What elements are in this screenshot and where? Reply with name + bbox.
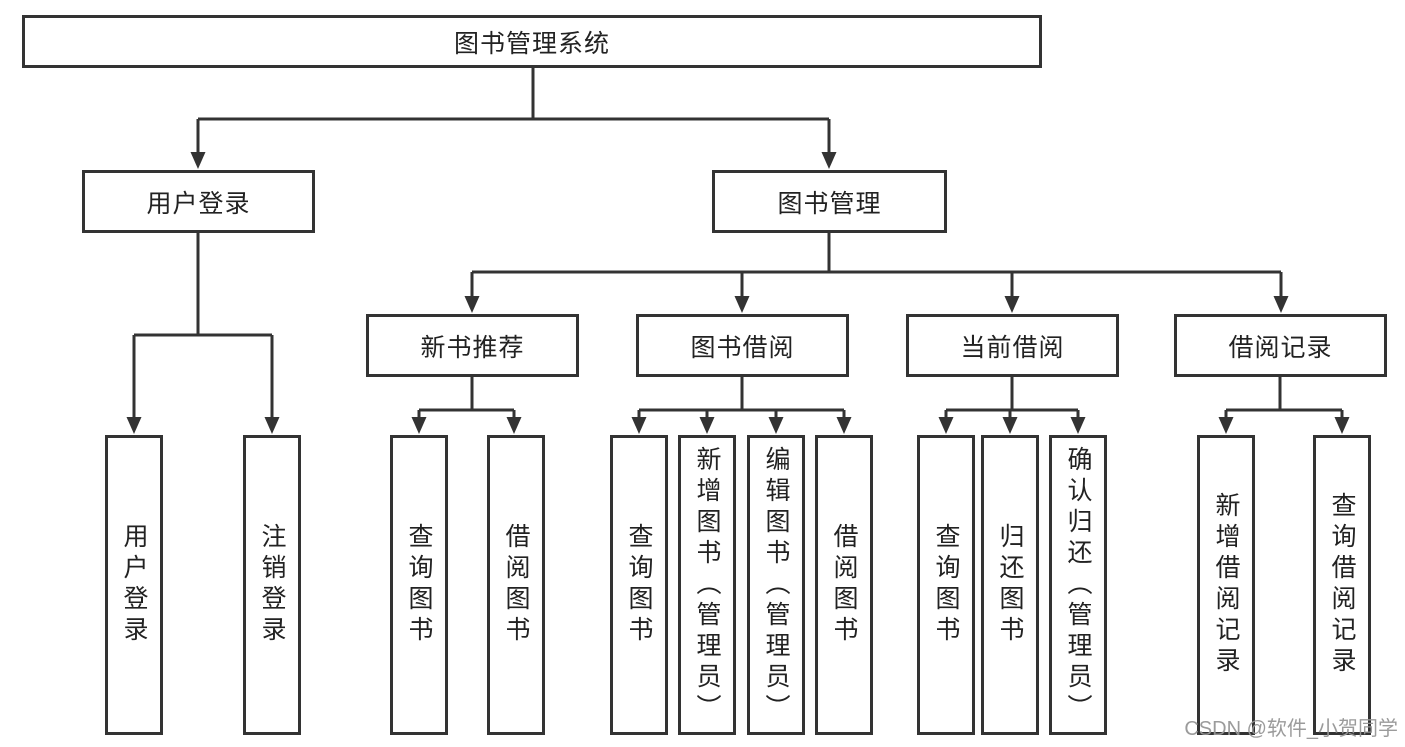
leaf-user-login-label: 用户登录 [120, 523, 148, 647]
connector-new-book-children [417, 377, 516, 417]
node-root-system-label: 图书管理系统 [453, 29, 610, 58]
arrow-down-icon [631, 417, 647, 434]
leaf-query-books-recommend-label: 查询图书 [405, 523, 433, 647]
leaf-query-books-recommend: 查询图书 [390, 435, 448, 735]
leaf-query-books-current: 查询图书 [917, 435, 975, 735]
arrow-down-icon [506, 417, 522, 434]
csdn-watermark: CSDN @软件_小贺同学 [1184, 718, 1398, 740]
arrow-down-icon [768, 417, 784, 434]
arrow-down-icon [411, 417, 427, 434]
leaf-borrow-books-recommend-label: 借阅图书 [502, 523, 530, 647]
leaf-confirm-return-admin-label: 确认归还（管理员） [1064, 445, 1092, 725]
leaf-return-books-label: 归还图书 [996, 523, 1024, 647]
node-new-book-recommend-label: 新书推荐 [420, 333, 525, 362]
node-current-borrow-label: 当前借阅 [960, 333, 1065, 362]
connector-book-mgmt-to-level3 [470, 233, 1283, 296]
leaf-query-books-current-label: 查询图书 [932, 523, 960, 647]
leaf-query-books-borrow-label: 查询图书 [625, 523, 653, 647]
leaf-add-books-admin: 新增图书（管理员） [678, 435, 736, 735]
leaf-borrow-books: 借阅图书 [815, 435, 873, 735]
arrow-down-icon [1334, 417, 1350, 434]
connector-borrow-records-children [1224, 377, 1344, 417]
arrow-down-icon [190, 152, 206, 169]
arrow-down-icon [821, 152, 837, 169]
arrow-down-icon [1002, 417, 1018, 434]
node-new-book-recommend: 新书推荐 [366, 314, 579, 377]
leaf-logout: 注销登录 [243, 435, 301, 735]
arrow-down-icon [938, 417, 954, 434]
arrow-down-icon [1218, 417, 1234, 434]
leaf-add-borrow-record: 新增借阅记录 [1197, 435, 1255, 735]
leaf-edit-books-admin-label: 编辑图书（管理员） [762, 445, 790, 725]
leaf-borrow-books-recommend: 借阅图书 [487, 435, 545, 735]
leaf-user-login: 用户登录 [105, 435, 163, 735]
leaf-confirm-return-admin: 确认归还（管理员） [1049, 435, 1107, 735]
node-book-borrow: 图书借阅 [636, 314, 849, 377]
arrow-down-icon [734, 296, 750, 313]
leaf-query-borrow-record-label: 查询借阅记录 [1328, 492, 1356, 678]
node-book-borrow-label: 图书借阅 [690, 333, 795, 362]
arrow-down-icon [836, 417, 852, 434]
leaf-logout-label: 注销登录 [258, 523, 286, 647]
leaf-query-books-borrow: 查询图书 [610, 435, 668, 735]
arrow-down-icon [1070, 417, 1086, 434]
connector-current-borrow-children [944, 377, 1080, 417]
node-book-management-module-label: 图书管理 [777, 189, 882, 218]
node-root-system: 图书管理系统 [22, 15, 1042, 68]
node-user-login-module-label: 用户登录 [146, 189, 251, 218]
leaf-add-books-admin-label: 新增图书（管理员） [693, 445, 721, 725]
leaf-return-books: 归还图书 [981, 435, 1039, 735]
arrow-down-icon [1004, 296, 1020, 313]
node-book-management-module: 图书管理 [712, 170, 947, 233]
node-current-borrow: 当前借阅 [906, 314, 1119, 377]
arrow-down-icon [1273, 296, 1289, 313]
leaf-borrow-books-label: 借阅图书 [830, 523, 858, 647]
connector-root-to-level2 [196, 68, 831, 152]
connector-book-borrow-children [637, 377, 846, 417]
node-borrow-records-label: 借阅记录 [1228, 333, 1333, 362]
leaf-query-borrow-record: 查询借阅记录 [1313, 435, 1371, 735]
arrow-down-icon [699, 417, 715, 434]
leaf-edit-books-admin: 编辑图书（管理员） [747, 435, 805, 735]
connector-user-login-children [132, 233, 274, 417]
arrow-down-icon [264, 417, 280, 434]
arrow-down-icon [464, 296, 480, 313]
node-user-login-module: 用户登录 [82, 170, 315, 233]
leaf-add-borrow-record-label: 新增借阅记录 [1212, 492, 1240, 678]
arrow-down-icon [126, 417, 142, 434]
node-borrow-records: 借阅记录 [1174, 314, 1387, 377]
